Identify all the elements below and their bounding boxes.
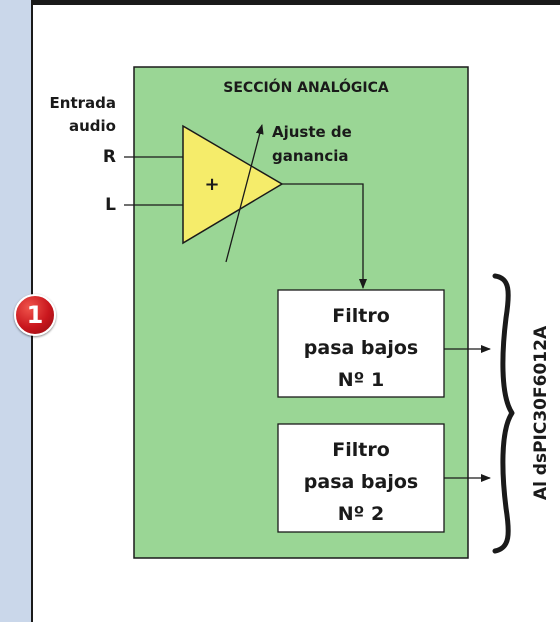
input-label-line2: audio [69, 117, 116, 135]
top-border [0, 0, 560, 5]
gain-label-line1: Ajuste de [272, 123, 352, 141]
step-number-badge: 1 [14, 294, 56, 336]
amplifier-output-line [282, 183, 367, 289]
input-label-line1: Entrada [50, 94, 116, 112]
filter-2-line3: Nº 2 [338, 503, 384, 525]
curly-brace [492, 273, 515, 554]
filter-1-line1: Filtro [332, 305, 390, 327]
channel-l-label: L [105, 195, 116, 215]
gain-adjust-arrow [225, 124, 264, 263]
filter-2-line1: Filtro [332, 439, 390, 461]
amplifier-triangle [182, 124, 284, 245]
section-title: SECCIÓN ANALÓGICA [223, 78, 389, 96]
output-label: Al dsPIC30F6012A [531, 325, 551, 500]
filter-2-box [277, 423, 445, 533]
filter-1-line3: Nº 1 [338, 369, 384, 391]
gain-label-line2: ganancia [272, 147, 349, 165]
filter-1-line2: pasa bajos [304, 337, 418, 359]
channel-r-label: R [103, 147, 116, 167]
filter-2-line2: pasa bajos [304, 471, 418, 493]
amplifier-plus-symbol: + [204, 174, 219, 195]
filter-1-box [277, 289, 445, 398]
